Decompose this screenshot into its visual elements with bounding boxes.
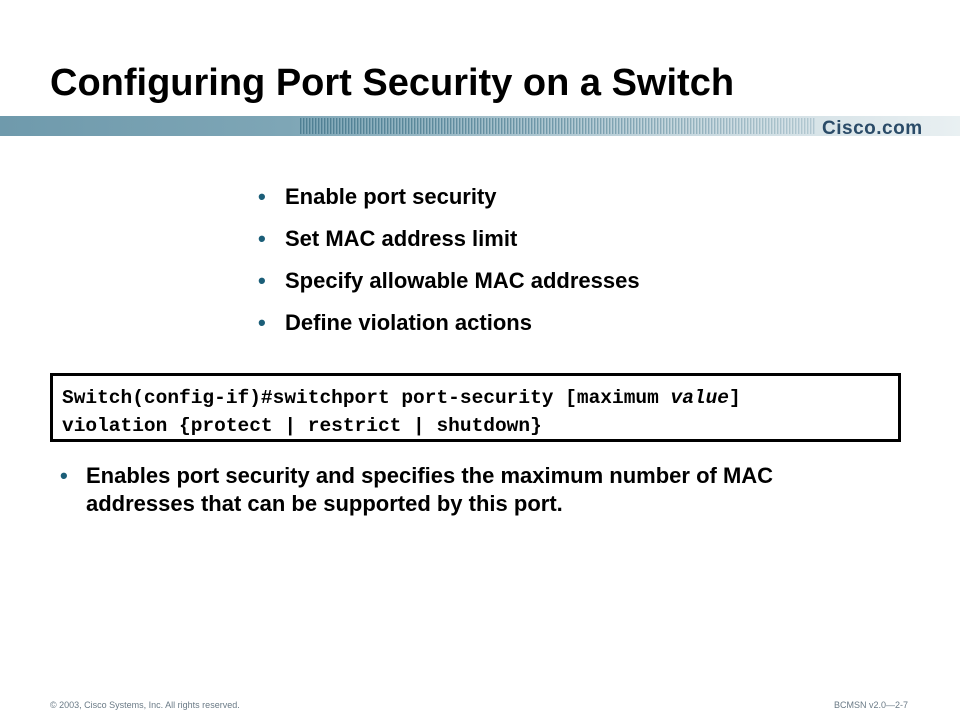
command-line-1: Switch(config-if)#switchport port-securi… [62, 384, 898, 412]
bullet-text: Define violation actions [285, 310, 532, 335]
bullet-item: • Set MAC address limit [258, 226, 640, 268]
bullet-item: • Define violation actions [258, 310, 640, 352]
command-description: • Enables port security and specifies th… [60, 462, 880, 518]
header-banner [0, 116, 960, 136]
bullet-dot: • [258, 226, 266, 251]
bullet-dot: • [258, 268, 266, 293]
command-box: Switch(config-if)#switchport port-securi… [50, 373, 901, 442]
bullet-text: Set MAC address limit [285, 226, 518, 251]
bullet-list: • Enable port security • Set MAC address l… [258, 184, 640, 352]
description-text: Enables port security and specifies the … [86, 463, 774, 516]
brand-logo: Cisco.com [822, 118, 923, 139]
bullet-dot: • [60, 463, 68, 488]
bullet-dot: • [258, 310, 266, 335]
bullet-text: Enable port security [285, 184, 497, 209]
bullet-item: • Enable port security [258, 184, 640, 226]
bullet-text: Specify allowable MAC addresses [285, 268, 640, 293]
footer-course-id: BCMSN v2.0—2-7 [833, 700, 908, 710]
command-line-2: violation {protect | restrict | shutdown… [62, 415, 542, 437]
slide-title: Configuring Port Security on a Switch [50, 62, 735, 104]
banner-bars [300, 118, 815, 134]
command-prefix: Switch(config-if)#switchport port-securi… [62, 387, 671, 409]
command-suffix: ] [729, 387, 741, 409]
bullet-dot: • [258, 184, 266, 209]
bullet-item: • Specify allowable MAC addresses [258, 268, 640, 310]
command-parameter: value [670, 387, 730, 409]
footer-copyright: © 2003, Cisco Systems, Inc. All rights r… [50, 700, 240, 710]
